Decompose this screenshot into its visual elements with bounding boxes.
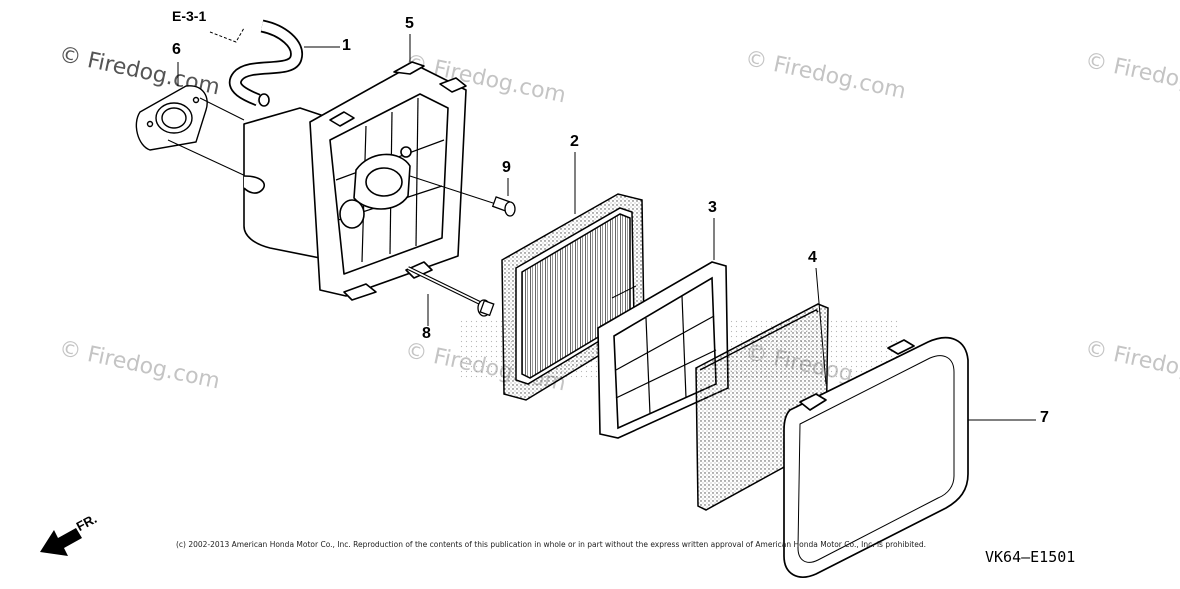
leader-4 bbox=[815, 267, 827, 385]
callout-3: 3 bbox=[708, 199, 717, 216]
reference-leader bbox=[209, 27, 245, 43]
copyright-notice: (c) 2002-2013 American Honda Motor Co., … bbox=[176, 540, 926, 549]
callout-4: 4 bbox=[808, 249, 817, 266]
callout-2: 2 bbox=[570, 133, 579, 150]
alignment-line bbox=[199, 97, 245, 121]
flange-bolt bbox=[409, 175, 516, 217]
callout-5: 5 bbox=[405, 15, 414, 32]
diagram-code: VK64—E1501 bbox=[985, 548, 1076, 566]
callout-6: 6 bbox=[172, 41, 181, 58]
air-cleaner-case bbox=[243, 61, 467, 301]
callout-8: 8 bbox=[422, 325, 431, 342]
air-cleaner-cover bbox=[783, 336, 969, 578]
alignment-line bbox=[167, 139, 251, 179]
case-gasket bbox=[135, 85, 208, 151]
callout-9: 9 bbox=[502, 159, 511, 176]
stud-bolt bbox=[407, 266, 495, 317]
front-arrow-icon bbox=[40, 528, 82, 556]
breather-tube bbox=[229, 19, 303, 107]
reference-label: E-3-1 bbox=[172, 8, 207, 24]
callout-1: 1 bbox=[342, 37, 351, 54]
callout-7: 7 bbox=[1040, 409, 1049, 426]
